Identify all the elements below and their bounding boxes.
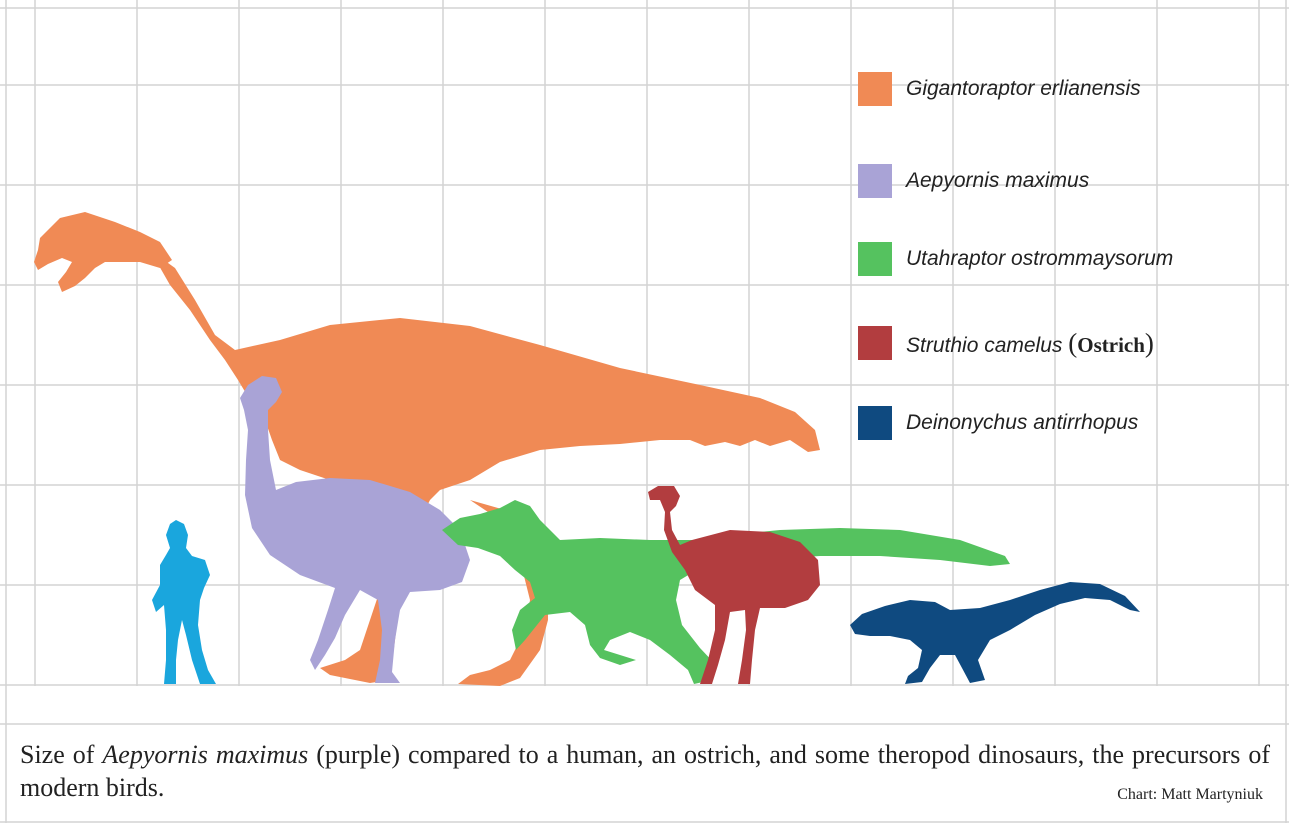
legend-item-aepyornis: Aepyornis maximus <box>858 164 1278 198</box>
paren-close: ) <box>1145 328 1154 358</box>
legend-label: Aepyornis maximus <box>906 166 1089 196</box>
legend-swatch <box>858 242 892 276</box>
legend-common-name: Ostrich <box>1077 333 1145 357</box>
caption-prefix: Size of <box>20 740 102 769</box>
figure-caption: Size of Aepyornis maximus (purple) compa… <box>20 738 1270 804</box>
legend-item-gigantoraptor: Gigantoraptor erlianensis <box>858 72 1278 106</box>
legend-item-deinonychus: Deinonychus antirrhopus <box>858 406 1278 440</box>
legend-species: Struthio camelus <box>906 334 1062 357</box>
chart-credit: Chart: Matt Martyniuk <box>1117 786 1263 804</box>
caption-species: Aepyornis maximus <box>102 740 308 769</box>
legend-label: Struthio camelus (Ostrich) <box>906 328 1154 361</box>
legend-swatch <box>858 406 892 440</box>
paren-open: ( <box>1068 328 1077 358</box>
legend-swatch <box>858 326 892 360</box>
legend-label: Utahraptor ostrommaysorum <box>906 244 1173 274</box>
legend-item-ostrich: Struthio camelus (Ostrich) <box>858 326 1278 360</box>
legend-label: Deinonychus antirrhopus <box>906 408 1138 438</box>
legend-label: Gigantoraptor erlianensis <box>906 74 1141 104</box>
legend-swatch <box>858 164 892 198</box>
legend-item-utahraptor: Utahraptor ostrommaysorum <box>858 242 1278 276</box>
legend-swatch <box>858 72 892 106</box>
